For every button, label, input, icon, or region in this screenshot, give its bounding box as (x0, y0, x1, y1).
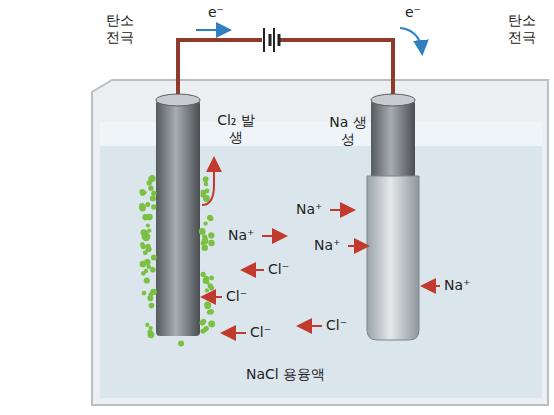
gas-bubble (149, 175, 156, 182)
caption-label: NaCl 용융액 (246, 366, 325, 383)
battery-symbol (263, 28, 265, 52)
ion-label: Na⁺ (444, 277, 470, 294)
gas-bubble (142, 190, 146, 194)
gas-bubble (150, 195, 156, 201)
gas-bubble (178, 340, 184, 346)
ion-arrow (224, 332, 246, 334)
gas-bubble (200, 192, 205, 197)
gas-bubble (200, 328, 205, 333)
gas-bubble (151, 204, 156, 209)
gas-bubble (204, 302, 211, 309)
sodium-coating (367, 176, 419, 340)
leader-line (372, 152, 373, 174)
gas-bubble (208, 321, 215, 328)
electron-arrow (196, 29, 228, 31)
electron-label: e⁻ (208, 4, 224, 21)
battery-symbol (278, 34, 281, 46)
gas-bubble (146, 214, 153, 221)
gas-bubble (208, 232, 214, 238)
electron-label: e⁻ (405, 4, 421, 21)
gas-bubble (143, 250, 148, 255)
ion-arrow (330, 209, 352, 211)
gas-bubble (146, 223, 150, 227)
gas-bubble (143, 234, 150, 241)
electron-arrow (400, 28, 422, 52)
ion-arrow (424, 285, 440, 287)
ion-arrow (300, 325, 322, 327)
electrode-label: 탄소 전극 (502, 12, 542, 46)
ion-arrow (348, 245, 366, 247)
gas-bubble (208, 240, 214, 246)
gas-bubble (150, 289, 157, 296)
battery-symbol (273, 28, 275, 52)
ion-label: Cl⁻ (268, 261, 289, 278)
gas-bubble (205, 280, 209, 284)
gas-bubble (144, 269, 148, 273)
battery-symbol (269, 34, 272, 46)
gas-bubble (146, 244, 151, 249)
gas-bubble (148, 186, 153, 191)
gas-bubble (200, 320, 206, 326)
electrode-label: 탄소 전극 (100, 12, 140, 46)
gas-bubble (150, 267, 156, 273)
gas-bubble (199, 228, 206, 235)
gas-bubble (147, 295, 153, 301)
product-label: Cl₂ 발생 (216, 112, 256, 146)
beaker (92, 80, 548, 405)
gas-bubble (203, 176, 209, 182)
carbon-electrode (156, 100, 200, 336)
ion-label: Na⁺ (228, 227, 254, 244)
gas-bubble (204, 222, 208, 226)
gas-bubble (139, 203, 145, 209)
gas-bubble (144, 277, 150, 283)
gas-bubble (148, 331, 155, 338)
gas-bubble (145, 202, 150, 207)
gas-bubble (205, 288, 209, 292)
chlorine-bubbles (139, 175, 215, 346)
gas-bubble (202, 245, 208, 251)
gas-bubble (202, 238, 209, 245)
ion-label: Cl⁻ (226, 288, 247, 305)
gas-bubble (147, 229, 151, 233)
ion-arrow (262, 235, 284, 237)
gas-bubble (147, 264, 152, 269)
gas-bubble (207, 215, 212, 220)
gas-bubble (146, 259, 150, 263)
gas-bubble (204, 182, 209, 187)
gas-bubble (151, 254, 157, 260)
ion-label: Na⁺ (296, 201, 322, 218)
gas-bubble (140, 242, 144, 246)
carbon-electrode (371, 94, 415, 106)
gas-arrow (202, 160, 214, 205)
product-label: Na 생성 (328, 114, 368, 148)
gas-bubble (201, 272, 206, 277)
ion-label: Cl⁻ (326, 317, 347, 334)
gas-bubble (151, 191, 156, 196)
gas-bubble (149, 303, 155, 309)
gas-bubble (209, 276, 214, 281)
gas-bubble (207, 310, 212, 315)
gas-bubble (145, 323, 149, 327)
ion-arrow (204, 296, 222, 298)
wire (178, 40, 393, 98)
carbon-electrode (156, 94, 200, 106)
ion-label: Na⁺ (314, 237, 340, 254)
ion-arrow (244, 269, 264, 271)
gas-bubble (142, 291, 147, 296)
gas-bubble (149, 326, 153, 330)
ion-label: Cl⁻ (250, 324, 271, 341)
